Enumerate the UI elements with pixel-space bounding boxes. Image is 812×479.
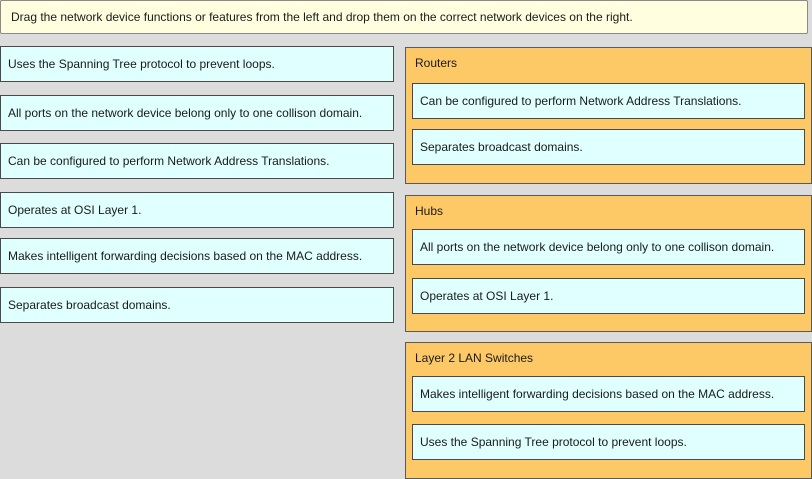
source-item-mac-forwarding[interactable]: Makes intelligent forwarding decisions b…: [0, 238, 394, 274]
placed-item-broadcast-domains[interactable]: Separates broadcast domains.: [412, 129, 805, 165]
target-hubs-title: Hubs: [415, 204, 444, 218]
instruction-banner: Drag the network device functions or fea…: [0, 0, 808, 34]
placed-item-spanning-tree[interactable]: Uses the Spanning Tree protocol to preve…: [412, 424, 805, 460]
placed-item-collision-domain[interactable]: All ports on the network device belong o…: [412, 229, 805, 265]
source-item-osi-layer-1[interactable]: Operates at OSI Layer 1.: [0, 192, 394, 228]
placed-item-mac-forwarding[interactable]: Makes intelligent forwarding decisions b…: [412, 376, 805, 412]
target-layer2-switches[interactable]: Layer 2 LAN Switches Makes intelligent f…: [405, 342, 812, 479]
target-layer2-switches-title: Layer 2 LAN Switches: [415, 351, 534, 365]
target-hubs[interactable]: Hubs All ports on the network device bel…: [405, 195, 812, 332]
target-routers[interactable]: Routers Can be configured to perform Net…: [405, 47, 812, 184]
target-routers-title: Routers: [415, 56, 458, 70]
source-item-nat[interactable]: Can be configured to perform Network Add…: [0, 143, 394, 179]
placed-item-osi-layer-1[interactable]: Operates at OSI Layer 1.: [412, 278, 805, 314]
source-item-collision-domain[interactable]: All ports on the network device belong o…: [0, 95, 394, 131]
source-item-spanning-tree[interactable]: Uses the Spanning Tree protocol to preve…: [0, 46, 394, 82]
source-item-broadcast-domains[interactable]: Separates broadcast domains.: [0, 287, 394, 323]
placed-item-nat[interactable]: Can be configured to perform Network Add…: [412, 83, 805, 119]
